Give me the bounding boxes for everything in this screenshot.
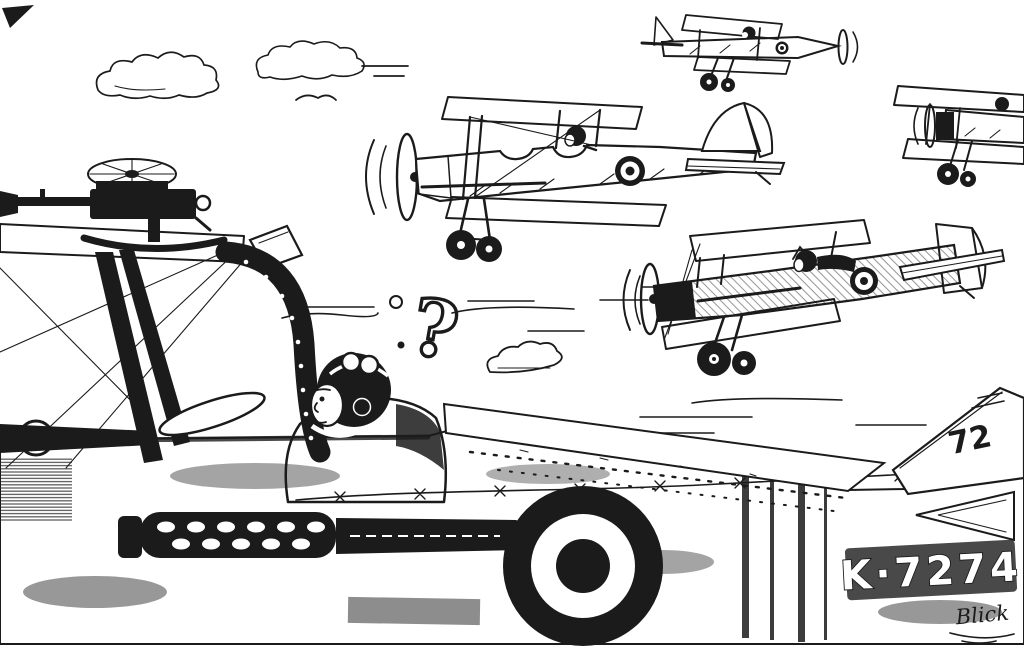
scarf xyxy=(310,423,355,438)
serial-group: K·7274 xyxy=(838,539,1024,601)
goggles xyxy=(358,354,380,376)
lewis-gun xyxy=(0,158,228,252)
helmet-ear-flap xyxy=(352,397,372,417)
question-mark-group: ? xyxy=(389,279,467,380)
cloud-mid xyxy=(255,40,365,81)
clouds xyxy=(95,40,409,101)
cloud-left xyxy=(95,51,220,100)
cloud-small xyxy=(295,94,337,101)
wing-strut xyxy=(95,252,163,463)
midright-pilot xyxy=(792,245,856,273)
distant-cloud xyxy=(486,340,563,374)
exhaust-holes xyxy=(157,521,325,550)
fuselage-roundel xyxy=(503,486,663,646)
center-roundel xyxy=(615,156,645,186)
lower-gun xyxy=(0,419,150,457)
exhaust-manifold xyxy=(118,512,542,558)
center-biplane xyxy=(365,96,786,262)
fin-number: 72 xyxy=(945,418,995,462)
vertical-struts xyxy=(742,470,827,642)
topright-biplane xyxy=(640,14,859,92)
wing-strut xyxy=(119,250,190,446)
elevator-chevron xyxy=(915,490,1015,542)
topright-fuselage xyxy=(660,35,842,60)
center-lower-wing xyxy=(445,196,667,227)
foreground-aircraft: 72 K·7274 xyxy=(0,158,1024,646)
signature-text: Blick xyxy=(954,601,1010,630)
midright-wheels xyxy=(697,313,756,376)
pilot xyxy=(284,351,448,504)
midright-roundel xyxy=(850,267,878,295)
serial-text: K·7274 xyxy=(839,544,1023,599)
midright-biplane xyxy=(622,219,1006,376)
farright-fuselage xyxy=(941,108,1024,145)
farright-biplane xyxy=(893,85,1024,187)
goggles xyxy=(340,351,362,373)
tail-fin: 72 xyxy=(891,386,1024,496)
center-landing-gear xyxy=(446,197,502,262)
artist-signature: Blick xyxy=(949,601,1015,644)
shading-patches xyxy=(0,434,1002,626)
center-pilot xyxy=(564,126,598,152)
cloud-streaks xyxy=(361,65,409,77)
midright-tail xyxy=(898,223,1006,299)
midright-lower-wing xyxy=(661,298,841,350)
ammo-drum xyxy=(87,158,177,190)
center-struts xyxy=(461,108,602,201)
center-upper-wing xyxy=(441,96,643,130)
midright-upper-wing xyxy=(689,219,871,262)
center-propeller xyxy=(365,132,420,222)
question-mark: ? xyxy=(404,281,465,379)
propeller-blade xyxy=(158,391,266,437)
cockpit-coaming xyxy=(215,241,331,463)
rear-deck xyxy=(442,402,887,513)
center-fuselage xyxy=(414,143,758,203)
pilot-face xyxy=(309,382,345,428)
coaming-rivets xyxy=(243,259,314,441)
corner-ink-mark xyxy=(2,5,34,28)
center-tail xyxy=(684,101,786,185)
